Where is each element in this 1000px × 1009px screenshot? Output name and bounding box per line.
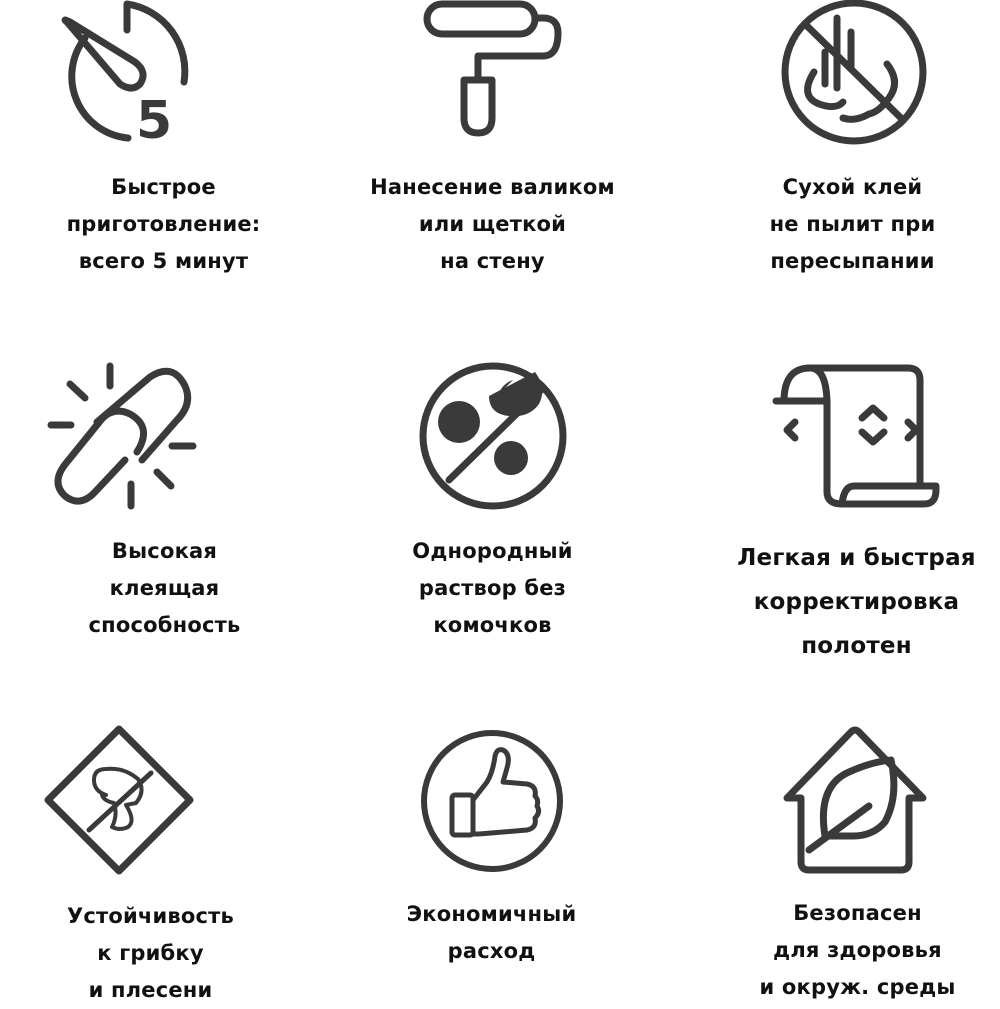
feature-caption: Экономичный расход: [406, 902, 577, 963]
feature-caption: Быстрое приготовление: всего 5 минут: [66, 175, 261, 273]
feature-high-adhesion: Высокая клеящая способность: [0, 340, 333, 670]
eco-house-leaf-icon: [781, 726, 931, 874]
paint-roller-icon: [421, 0, 562, 140]
feature-no-dust: Сухой клей не пылит при пересыпании: [666, 0, 999, 330]
wallpaper-roll-adjust-icon: [772, 364, 940, 508]
feature-caption: Однородный раствор без комочков: [412, 539, 573, 637]
feature-fast-preparation: 5 Быстрое приготовление: всего 5 минут: [0, 0, 333, 330]
feature-homogeneous-solution: Однородный раствор без комочков: [333, 340, 666, 670]
no-mushroom-icon: [44, 725, 194, 875]
feature-caption: Легкая и быстрая корректировка полотен: [737, 545, 976, 659]
stopwatch-5-icon: 5: [40, 0, 190, 151]
feature-caption: Сухой клей не пылит при пересыпании: [769, 175, 936, 273]
svg-text:5: 5: [136, 91, 172, 151]
thumbs-up-icon: [419, 728, 565, 874]
no-dust-icon: [781, 0, 927, 146]
chain-link-icon: [45, 362, 200, 512]
feature-easy-correction: Легкая и быстрая корректировка полотен: [666, 340, 999, 670]
feature-eco-safe: Безопасен для здоровья и окруж. среды: [666, 700, 999, 1000]
feature-caption: Устойчивость к грибку и плесени: [66, 904, 235, 1002]
feature-economical-use: Экономичный расход: [333, 700, 666, 1000]
feature-roller-application: Нанесение валиком или щеткой на стену: [333, 0, 666, 330]
feature-mold-resistance: Устойчивость к грибку и плесени: [0, 700, 333, 1002]
feature-caption: Нанесение валиком или щеткой на стену: [370, 175, 615, 273]
no-lumps-icon: [419, 362, 567, 510]
feature-caption: Высокая клеящая способность: [88, 539, 241, 637]
feature-caption: Безопасен для здоровья и окруж. среды: [759, 901, 956, 999]
